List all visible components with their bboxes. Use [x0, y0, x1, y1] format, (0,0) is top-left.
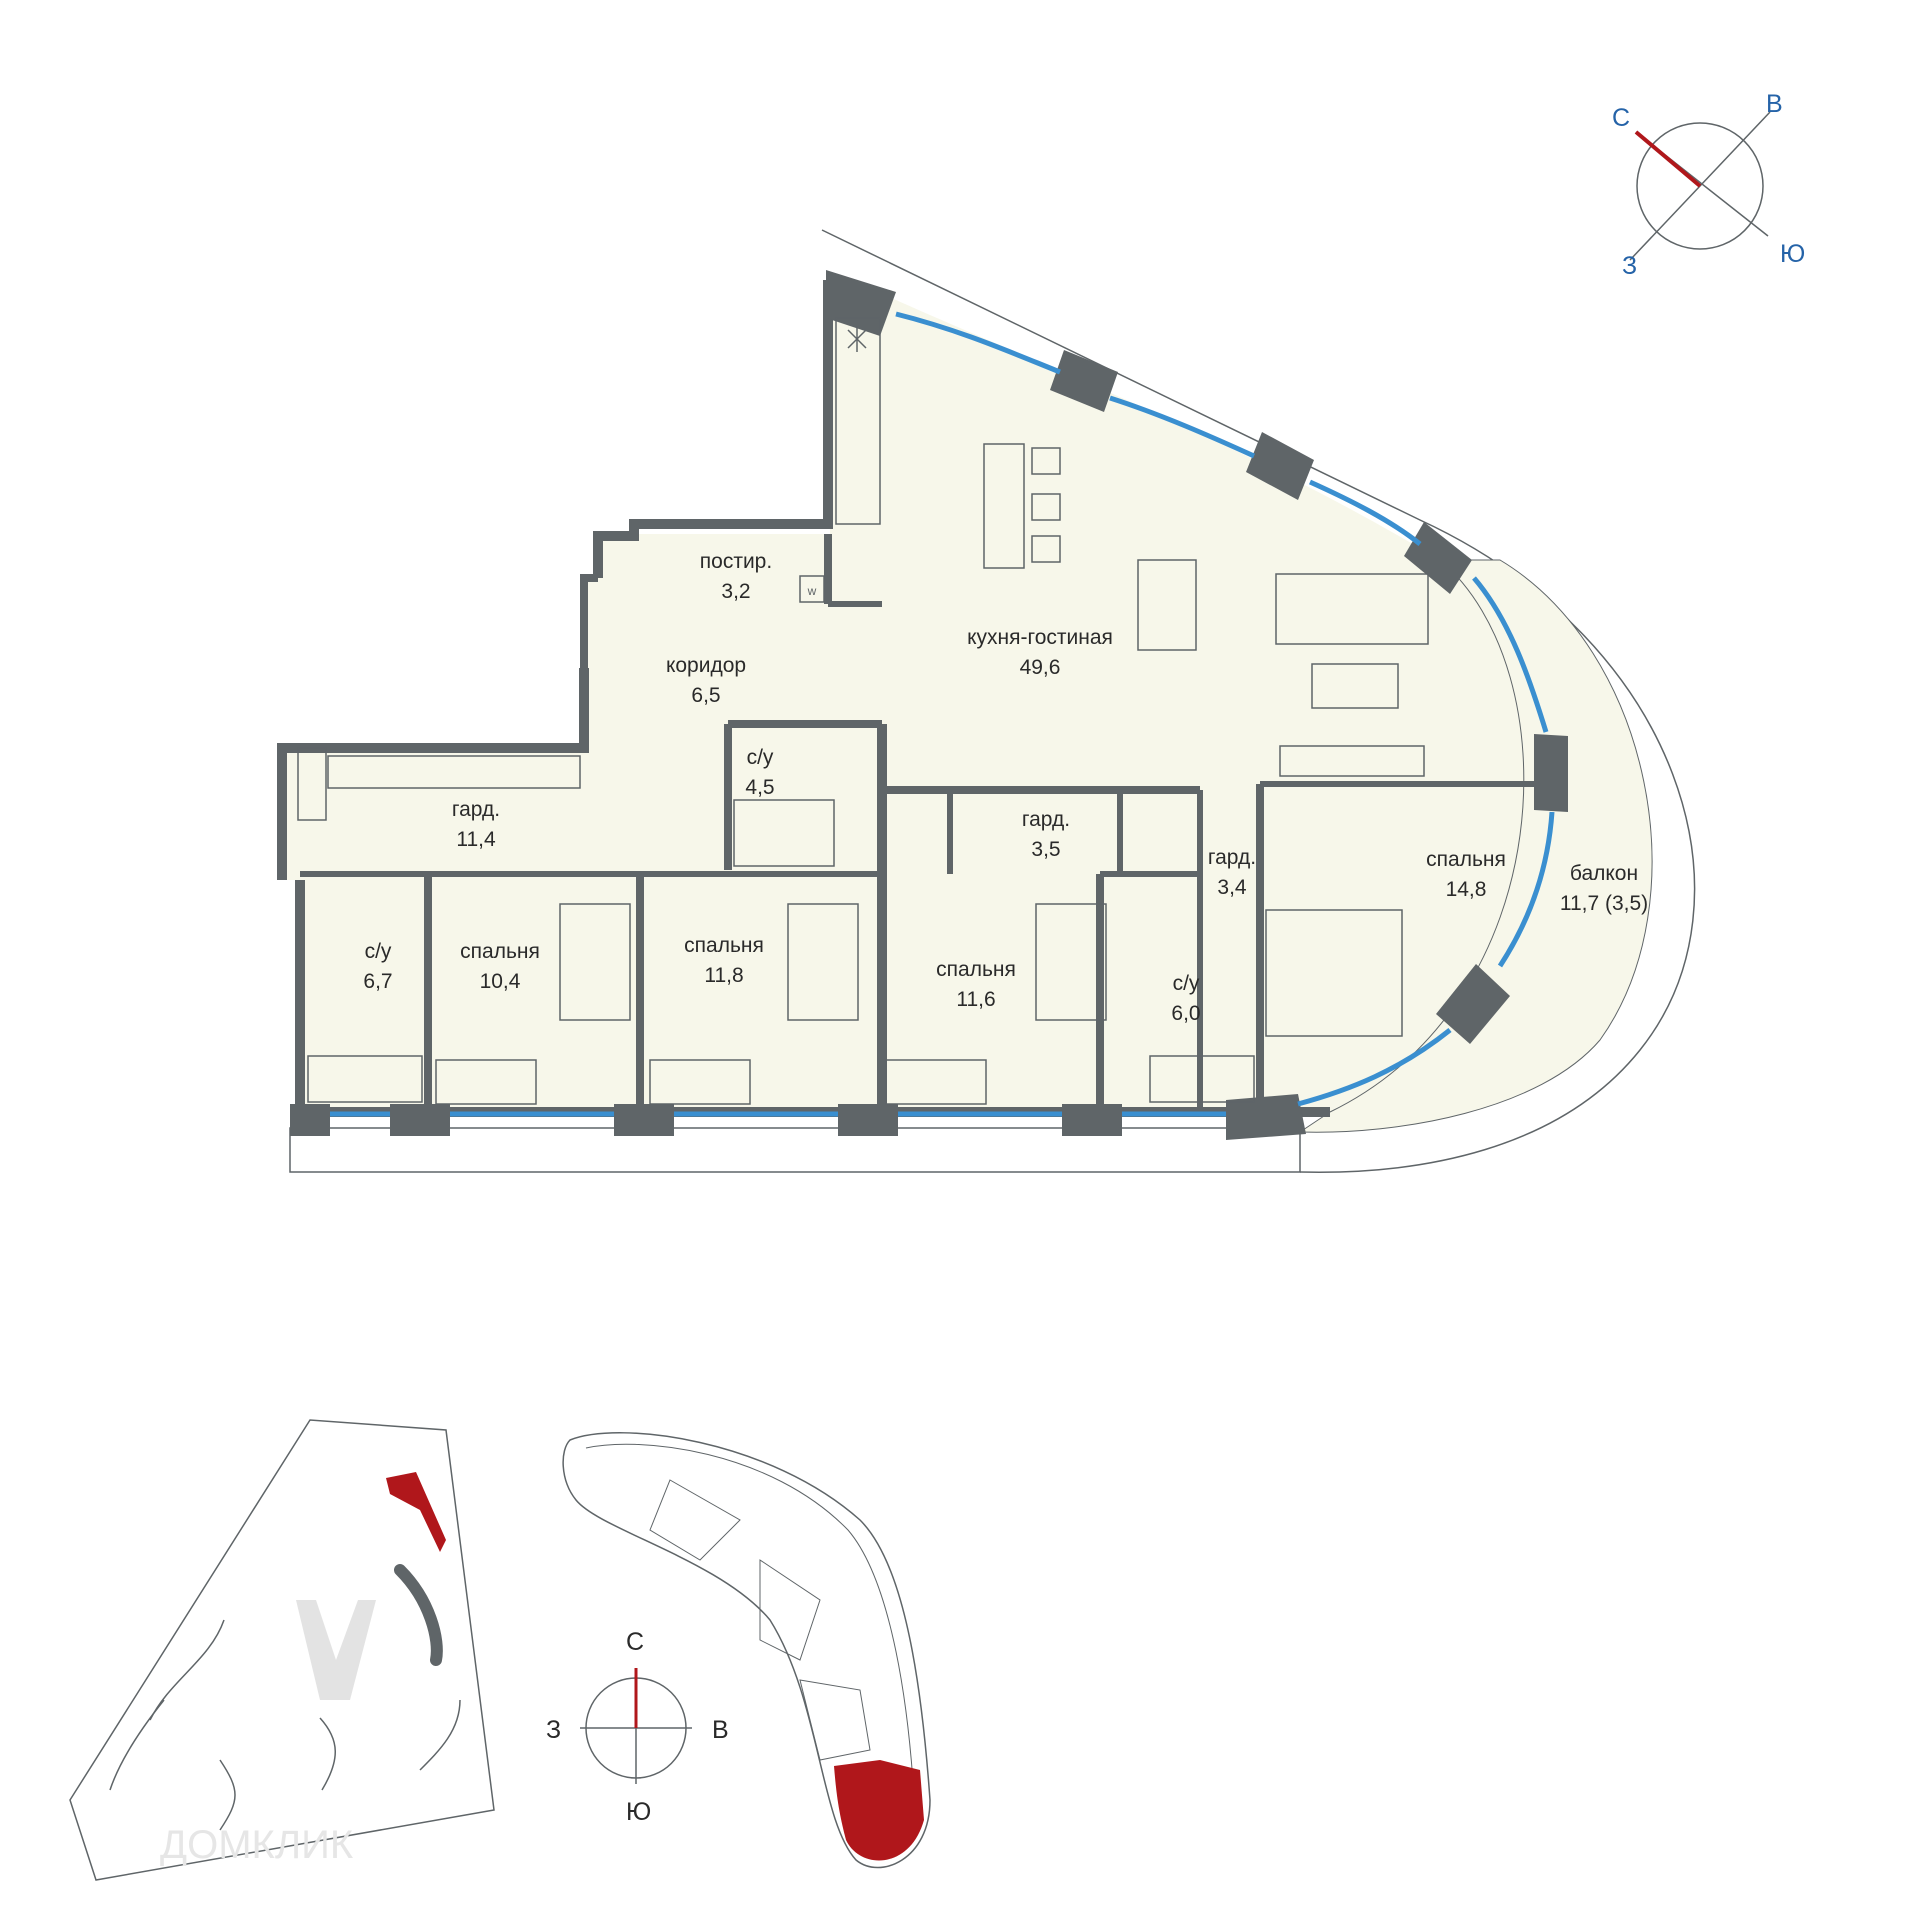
room-name-su2: с/у: [365, 940, 392, 963]
room-name-su3: с/у: [1173, 972, 1200, 995]
room-name-balcony: балкон: [1570, 862, 1638, 885]
pillars: [290, 270, 1568, 1140]
room-name-su1: с/у: [747, 746, 774, 769]
room-area-balcony: 11,7 (3,5): [1560, 892, 1648, 915]
room-area-bed1: 10,4: [480, 970, 521, 993]
room-name-bed3: спальня: [936, 958, 1016, 981]
compass-top-n: С: [1612, 104, 1630, 132]
room-name-gard1: гард.: [452, 798, 500, 821]
compass-top-e: В: [1766, 90, 1783, 118]
compass-top-s: Ю: [1780, 240, 1805, 268]
room-area-bed_master: 14,8: [1446, 878, 1487, 901]
room-name-koridor: коридор: [666, 654, 746, 677]
snowflake-icon: [847, 326, 867, 352]
site-plan: ДОМКЛИК: [69, 1419, 495, 1881]
room-area-bed3: 11,6: [956, 988, 995, 1011]
room-area-koridor: 6,5: [691, 684, 720, 707]
windows: [330, 311, 1555, 1117]
compass-bottom-e: В: [712, 1716, 729, 1744]
room-name-postir: постир.: [700, 550, 772, 573]
balcony-floor: [1298, 559, 1653, 1133]
room-area-gard3: 3,4: [1217, 876, 1247, 899]
compass-bottom-n: С: [626, 1628, 644, 1656]
watermark-logo: ДОМКЛИК: [160, 1823, 354, 1867]
room-area-su2: 6,7: [363, 970, 392, 993]
compass-bottom-w: З: [546, 1716, 561, 1744]
svg-text:w: w: [807, 584, 817, 598]
terrace-curve: [821, 229, 1696, 1173]
room-name-bed1: спальня: [460, 940, 540, 963]
washer-icon: w: [799, 575, 825, 603]
room-name-gard2: гард.: [1022, 808, 1070, 831]
apartment-floor: [282, 278, 1527, 1112]
compass-top-w: З: [1622, 252, 1637, 280]
room-area-su3: 6,0: [1171, 1002, 1200, 1025]
room-labels: постир. 3,2 коридор 6,5 кухня-гостиная 49,6 с/…: [363, 550, 1648, 1025]
room-name-kitchen: кухня-гостиная: [967, 626, 1113, 649]
room-area-kitchen: 49,6: [1020, 656, 1061, 679]
room-name-bed_master: спальня: [1426, 848, 1506, 871]
room-name-gard3: гард.: [1208, 846, 1256, 869]
room-area-gard1: 11,4: [456, 828, 496, 851]
furniture: [297, 317, 1429, 1105]
compass-bottom-s: Ю: [626, 1798, 651, 1826]
room-area-gard2: 3,5: [1031, 838, 1060, 861]
compass-top: С В Ю З: [1612, 90, 1805, 280]
room-area-postir: 3,2: [721, 580, 750, 603]
room-name-bed2: спальня: [684, 934, 764, 957]
room-area-su1: 4,5: [745, 776, 774, 799]
room-area-bed2: 11,8: [704, 964, 743, 987]
compass-bottom: С В Ю З: [546, 1628, 729, 1826]
building-key-plan: [562, 1432, 931, 1869]
